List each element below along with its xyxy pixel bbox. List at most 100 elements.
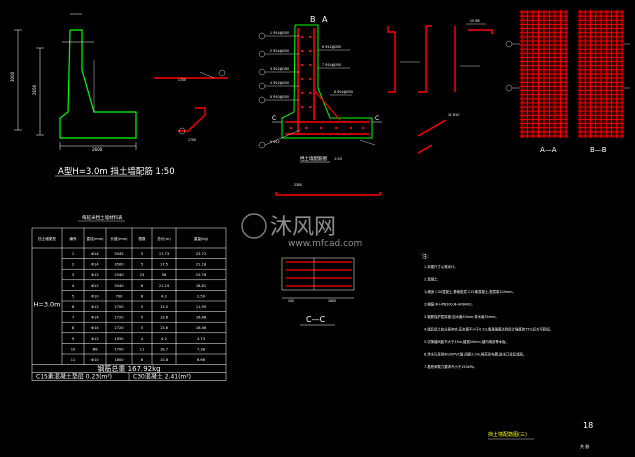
table-cell: 6 xyxy=(141,284,144,288)
table-cell: 4 xyxy=(141,337,144,341)
note-line: 1)墙身 C30混凝土,基础垫层 C15素混凝土,垫层厚100mm。 xyxy=(424,289,516,294)
table-cell: 23.72 xyxy=(196,252,206,256)
table-cell: 4.2 xyxy=(161,294,167,298)
table-cell: 8 xyxy=(72,326,75,330)
table-cell: 13.5 xyxy=(160,305,168,309)
svg-text:1700: 1700 xyxy=(188,138,196,142)
table-cell: Φ14 xyxy=(91,263,99,267)
table-cell: 17.73 xyxy=(159,252,169,256)
wall-section-outline xyxy=(14,13,137,150)
note-line: 1.本图尺寸以毫米计。 xyxy=(424,264,458,269)
table-cell: 3540 xyxy=(114,284,124,288)
table-cell: 6 xyxy=(141,358,144,362)
table-header-cell: 总长(m) xyxy=(157,236,171,241)
grid-leaders xyxy=(505,40,630,92)
table-cell: Φ12 xyxy=(91,305,98,309)
material-table: 每延米挡土墙材料表 挡土墙类型编号直径(mm)长度(mm)根数总长(m)重量(k… xyxy=(31,214,227,381)
callout-bar3: 3 Φ12@150 xyxy=(270,67,289,71)
note-line: 6.泄水孔采用Φ100PVC管,间距2.0m,梅花形布置,进水口设反滤层。 xyxy=(424,352,526,357)
shape-callouts: 10 Φ8 11 Φ10 xyxy=(448,19,480,117)
table-cell: Φ10 xyxy=(91,294,99,298)
note-line: 7.基底承载力要求不小于150kPa。 xyxy=(424,364,477,369)
callout-bar9: 9 Φ12 xyxy=(270,140,280,144)
table-cell: 6.66 xyxy=(197,358,206,362)
callout-bar8: 8 Φ14@200 xyxy=(334,90,353,94)
table-cell: 13.6 xyxy=(160,316,169,320)
table-group-label: H=3.0m xyxy=(33,300,60,308)
section-cc-drawing: 100 1800 2350 xyxy=(275,183,381,303)
svg-text:2350: 2350 xyxy=(294,183,302,187)
table-cell: 1700 xyxy=(114,347,124,351)
dim-right-text: 2650 xyxy=(32,84,37,95)
table-cell: 5 xyxy=(141,326,143,330)
note-line: 2.混凝土: xyxy=(424,277,439,282)
callout-bar1: 1 Φ14@200 xyxy=(270,31,289,35)
table-cell: Φ12 xyxy=(91,337,98,341)
table-cell: 25.76 xyxy=(196,273,207,277)
svg-text:1700: 1700 xyxy=(178,78,186,82)
table-header-cell: 长度(mm) xyxy=(111,236,129,241)
section-c-marker-right: C xyxy=(375,115,379,122)
table-cell: 5 xyxy=(141,305,143,309)
table-cell: 16.46 xyxy=(196,316,207,320)
table-cell: 58 xyxy=(162,273,167,277)
table-total-weight: 钢筋总重 167.92kg xyxy=(97,364,160,373)
table-header-cell: 挡土墙类型 xyxy=(38,236,56,241)
table-cell: 4 xyxy=(72,284,75,288)
dim-base-text: 2600 xyxy=(92,147,103,152)
table-cell: 17.5 xyxy=(160,263,168,267)
rebar-detail-drawing xyxy=(258,24,382,149)
callout-bar5: 5 Φ10@200 xyxy=(270,95,289,99)
table-cell: 2720 xyxy=(114,316,124,320)
section-aa-grid xyxy=(520,10,568,138)
rebar-callout-texts: 1 Φ14@200 2 Φ14@200 3 Φ12@150 4 Φ12@200 … xyxy=(270,31,353,144)
callout-bar7: 7 Φ14@200 xyxy=(322,63,341,67)
sheet-sub: 共 册 xyxy=(580,443,589,449)
table-cell: 3 xyxy=(72,273,74,277)
note-line: 3.钢筋保护层厚度:迎水面50mm,背水面35mm。 xyxy=(424,314,499,319)
callout-bar2: 2 Φ14@200 xyxy=(270,49,289,53)
note-line: 5.沉降缝间距不大于15m,缝宽20mm,缝内填沥青木板。 xyxy=(424,339,509,344)
table-cell: Φ10 xyxy=(91,358,99,362)
callout-bar4: 4 Φ12@200 xyxy=(270,81,289,85)
table-cell: 5 xyxy=(72,294,74,298)
table-cell: 1800 xyxy=(114,358,124,362)
table-cell: 11.99 xyxy=(196,305,207,309)
sheet-number: 18 xyxy=(583,421,593,430)
table-cell: Φ14 xyxy=(91,316,99,320)
label-aa: A—A xyxy=(540,146,557,154)
sheet-title: 挡土墙配筋图(三) xyxy=(488,431,527,438)
table-concrete-c30: C30混凝土 2.41(m³) xyxy=(133,373,191,381)
table-cell: 23 xyxy=(140,273,145,277)
table-cell: 700 xyxy=(116,294,124,298)
watermark-url: www.mfcad.com xyxy=(288,239,362,249)
table-cell: 11 xyxy=(140,347,145,351)
table-cell: 11 xyxy=(71,358,76,362)
table-cell: 18.7 xyxy=(160,347,168,351)
table-cell: 3500 xyxy=(114,263,124,267)
table-cell: 3545 xyxy=(114,252,123,256)
label-bb: B—B xyxy=(590,146,607,154)
table-cell: 5 xyxy=(141,316,143,320)
rebar-detail-title: 挡土墙配筋图 xyxy=(300,155,327,162)
table-cell: 7 xyxy=(72,316,74,320)
watermark-cn: 沐风网 xyxy=(270,215,336,240)
bar-shape-details: 1700 1700 xyxy=(154,69,228,142)
table-cell: 13.6 xyxy=(160,326,169,330)
table-cell: 6 xyxy=(141,294,144,298)
table-cell: 21.24 xyxy=(159,284,170,288)
section-bb-grid xyxy=(578,10,624,138)
table-cell: Φ8 xyxy=(92,347,98,351)
table-cell: 3.73 xyxy=(197,337,205,341)
notes-title: 注: xyxy=(422,253,429,260)
table-cell: 10.8 xyxy=(160,358,169,362)
section-c-marker-left: C xyxy=(272,115,276,122)
table-header-cell: 重量(kg) xyxy=(194,236,209,241)
table-cell: 2720 xyxy=(114,326,124,330)
table-cell: 1050 xyxy=(114,337,124,341)
callout-bar10: 10 Φ8 xyxy=(470,19,480,23)
table-cell: 18.81 xyxy=(196,284,206,288)
dim-left-text: 3000 xyxy=(10,71,15,82)
svg-text:1800: 1800 xyxy=(328,299,336,303)
